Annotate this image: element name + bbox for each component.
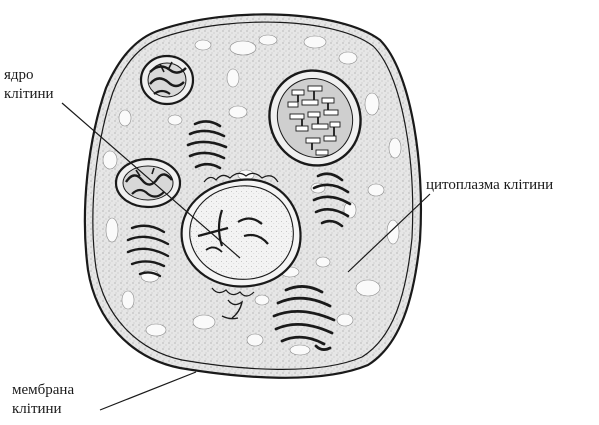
label-membrane-line-2: клітини bbox=[12, 400, 62, 419]
label-membrane-line-1: мембрана bbox=[12, 381, 74, 400]
label-nucleus-line-1: ядро bbox=[4, 66, 34, 85]
membrane-leader bbox=[100, 372, 196, 410]
label-cytoplasm: цитоплазма клітини bbox=[426, 176, 553, 195]
mitochondrion-left bbox=[116, 159, 180, 207]
label-nucleus-line-2: клітини bbox=[4, 85, 54, 104]
mitochondrion-top bbox=[141, 56, 193, 104]
